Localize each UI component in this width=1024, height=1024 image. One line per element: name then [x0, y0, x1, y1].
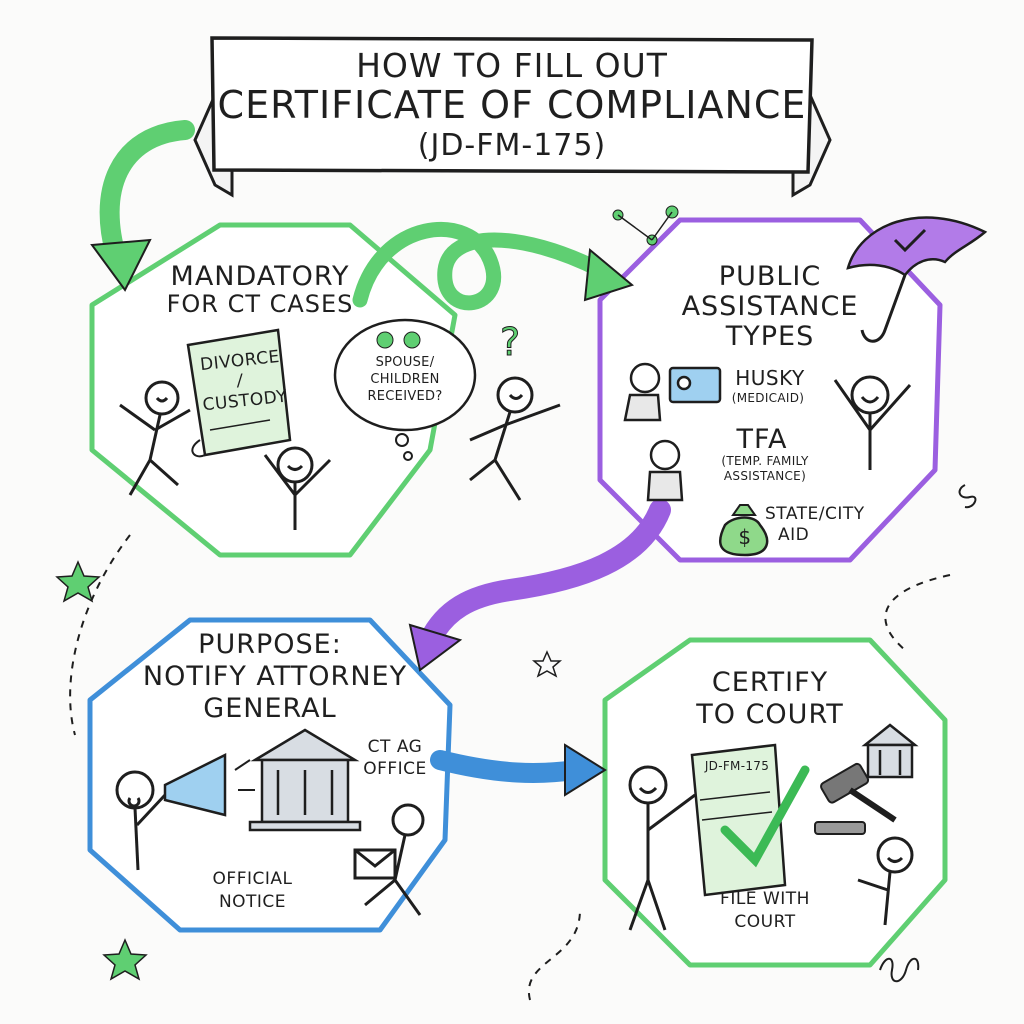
form-number-label: JD-FM-175 [704, 759, 770, 773]
stick-figure-with-envelope [353, 803, 425, 916]
person-with-id-card [623, 362, 722, 422]
ag-office-label-2: OFFICE [363, 759, 427, 779]
courthouse-icon [861, 723, 919, 779]
ag-office-building-icon [248, 728, 362, 832]
money-bag-icon [719, 504, 769, 557]
molecule-doodle [612, 205, 679, 246]
title-banner [193, 36, 832, 198]
stick-figure-shouting [115, 770, 167, 871]
scroll-label-slash: / [236, 371, 244, 391]
star-doodle [102, 938, 148, 981]
question-mark-doodle: ? [500, 320, 520, 364]
purple-curved-arrow [408, 499, 671, 672]
official-notice-label-2: NOTICE [218, 892, 287, 912]
mandatory-heading-1: MANDATORY [170, 261, 350, 292]
tfa-sub-label-2: ASSISTANCE) [723, 469, 807, 483]
state-aid-label-1: STATE/CITY [765, 504, 865, 524]
official-notice-label-1: OFFICIAL [212, 869, 293, 889]
stick-figure-jumping [119, 380, 191, 496]
file-with-court-1: FILE WITH [720, 889, 810, 909]
certify-heading-1: CERTIFY [711, 667, 829, 698]
squiggle-doodle [879, 957, 920, 983]
file-with-court-2: COURT [734, 912, 796, 932]
thought-children: CHILDREN [370, 372, 440, 387]
purpose-heading-1: PURPOSE: [198, 629, 342, 660]
mandatory-heading-2: FOR CT CASES [166, 290, 354, 318]
form-document-icon [690, 743, 810, 897]
divorce-scroll-icon [186, 328, 292, 458]
stick-figure-celebrating [833, 375, 912, 470]
title-line-2: CERTIFICATE OF COMPLIANCE [217, 83, 807, 127]
green-curved-arrow [90, 120, 195, 292]
purpose-heading-3: GENERAL [203, 693, 337, 724]
public-heading-1: PUBLIC [718, 261, 822, 292]
dashed-arrow-left [69, 534, 131, 736]
husky-sub-label: (MEDICAID) [731, 391, 805, 405]
person-thumbs [646, 439, 684, 502]
thought-spouse: SPOUSE/ [375, 355, 435, 370]
panel-public-assistance-hexagon [597, 217, 943, 563]
thought-cloud [333, 318, 477, 461]
money-symbol: $ [738, 525, 752, 549]
blue-arrow [430, 743, 607, 797]
certify-heading-2: TO COURT [696, 699, 844, 730]
ag-office-label-1: CT AG [367, 737, 423, 757]
star-doodle [55, 560, 101, 603]
squiggle-doodle [958, 484, 977, 509]
dashed-arrow-right [884, 574, 951, 651]
title-line-3: (JD-FM-175) [417, 128, 607, 163]
public-heading-3: TYPES [725, 321, 815, 352]
tfa-sub-label-1: (TEMP. FAMILY [721, 454, 809, 468]
gavel-icon [814, 762, 897, 835]
loop-arrow-green [352, 222, 635, 311]
state-aid-label-2: AID [778, 525, 810, 545]
tfa-label: TFA [736, 424, 788, 455]
stick-figure-presenting [628, 765, 696, 931]
stick-figure-cheering [263, 446, 332, 530]
husky-label: HUSKY [735, 366, 805, 390]
stick-figure-thumbs-up [857, 836, 914, 926]
thought-received: RECEIVED? [367, 389, 443, 404]
title-line-1: HOW TO FILL OUT [356, 46, 668, 85]
stick-figure-running [469, 376, 561, 501]
dashed-arrow-bottom [527, 909, 581, 1001]
umbrella-icon [846, 216, 988, 343]
public-heading-2: ASSISTANCE [681, 291, 859, 322]
purpose-heading-2: NOTIFY ATTORNEY [142, 661, 408, 692]
star-doodle [531, 650, 563, 678]
